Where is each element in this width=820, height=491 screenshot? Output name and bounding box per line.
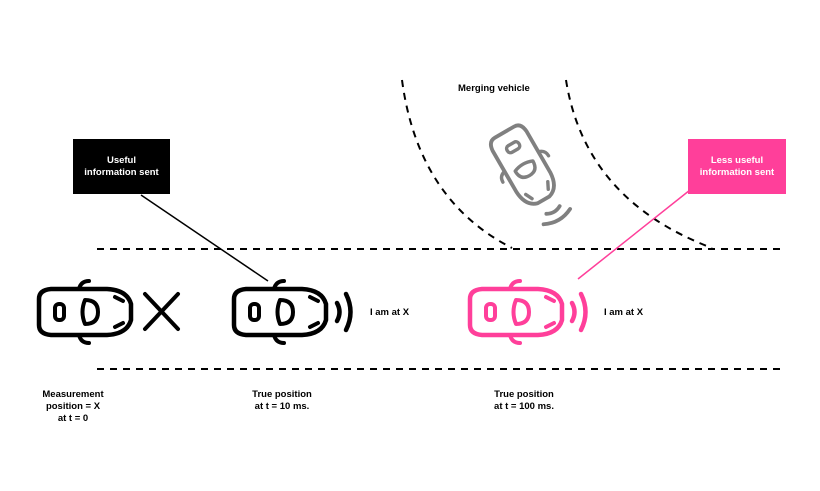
connector-less-useful <box>577 189 691 280</box>
i-am-at-x-label-2: I am at X <box>604 307 644 318</box>
signal-waves-icon <box>572 294 586 330</box>
merging-vehicle-label: Merging vehicle <box>458 83 530 94</box>
merge-lane-right <box>565 79 713 249</box>
car-icon <box>479 117 569 215</box>
car-icon <box>470 281 562 343</box>
connector-useful <box>140 194 269 282</box>
true-position-100ms-label: True position at t = 100 ms. <box>494 389 554 412</box>
car-icon <box>39 281 131 343</box>
less-useful-info-box: Less useful information sent <box>688 139 786 194</box>
car-icon <box>234 281 326 343</box>
true-position-10ms-label: True position at t = 10 ms. <box>252 389 312 412</box>
signal-waves-icon <box>537 200 574 230</box>
signal-waves-icon <box>337 294 351 330</box>
useful-info-box: Useful information sent <box>73 139 170 194</box>
i-am-at-x-label-1: I am at X <box>370 307 410 318</box>
cross-icon <box>143 292 180 331</box>
merge-lane-left <box>401 79 513 249</box>
measurement-label: Measurement position = X at t = 0 <box>42 389 104 424</box>
